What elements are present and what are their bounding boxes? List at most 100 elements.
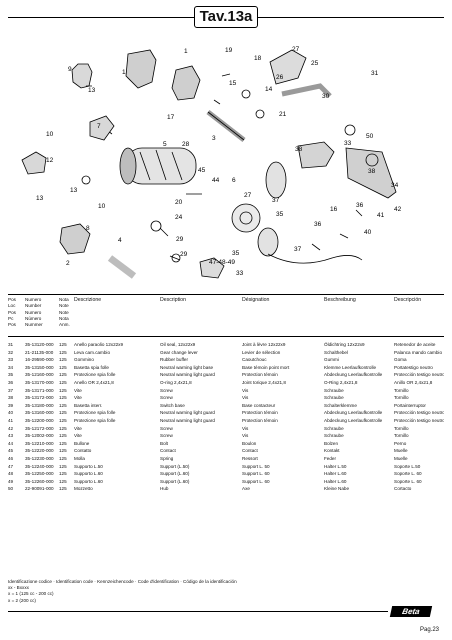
cell-descripcion: Muelle [394,455,408,461]
legend-format: xx - Bxxxx [8,585,29,591]
cell-pos: 45 [8,448,14,454]
cell-beschreibung: Schraube [324,387,344,393]
cell-descripcion: Protección testigo neutro [394,410,444,416]
cell-designation: Joint torique 2,4x21,8 [242,379,286,385]
cell-beschreibung: Feder [324,455,337,461]
callout-7: 7 [97,123,101,130]
cell-designation: Support L. 60 [242,478,270,484]
callout-41: 38 [368,168,376,175]
cell-description: Neutral warning light guard [160,417,215,423]
cell-numero: 35-12002-000 [25,433,54,439]
cell-numero: 35-12260-000 [25,478,54,484]
cell-pos: 50 [8,486,14,492]
cell-description: Screw [160,425,173,431]
cell-beschreibung: Gummi [324,357,339,363]
cell-nota: 125 [59,349,67,355]
page-number: Pag.23 [420,627,440,633]
cell-description: Switch base [160,402,185,408]
cell-nota: 125 [59,364,67,370]
cell-descrizione: Vite [74,425,82,431]
callout-9: 9 [68,66,72,73]
cell-nota: 125 [59,463,67,469]
callout-1: 1 [184,48,188,55]
cell-numero: 22-90091-000 [25,486,54,492]
callout-47-48-49: 47-48-49 [209,259,235,266]
cell-beschreibung: Halter L.60 [324,478,347,484]
wire-harness [267,253,363,264]
callout-38a: 36 [356,202,364,209]
cell-descripcion: Perno [394,440,407,446]
cell-numero: 16-29590-000 [25,357,54,363]
callout-28: 26 [276,74,284,81]
cell-beschreibung: Klemme Leerlaufkontrolle [324,364,377,370]
cell-descripcion: Tornillo [394,387,409,393]
callout-10a: 10 [46,131,54,138]
callout-8: 8 [86,225,90,232]
cell-description: Spring [160,455,174,461]
cell-description: Hub [160,486,169,492]
cell-numero: 35-12200-000 [25,417,54,423]
page-title: Tav.13a [194,6,258,28]
callout-25: 29 [180,251,188,258]
cell-designation: Protection témoin [242,417,278,423]
cell-pos: 43 [8,433,14,439]
cell-designation: Base témoin point mort [242,364,290,370]
cell-descrizione: Protezione spia folle [74,410,116,416]
cell-designation: Protection témoin [242,410,278,416]
code-legend: Identificazione codice · Identification … [8,579,237,604]
cell-nota: 125 [59,486,67,492]
header-description: Description [160,297,186,303]
support-47 [199,257,225,279]
cell-descripcion: Tornillo [394,425,409,431]
callout-5: 5 [163,141,167,148]
cell-designation: Vis [242,395,249,401]
header-nota: Nota Note Note Nota Anm. [59,297,70,328]
callout-24: 28 [182,141,190,148]
cell-descripcion: Anillo OR 2,4x21,8 [394,379,433,385]
gear-change-lever [345,147,397,199]
cell-description: Support (L.50) [160,463,190,469]
cell-descrizione: Gommino [74,357,94,363]
cell-pos: 46 [8,455,14,461]
cell-beschreibung: O-Ring 2,4x21,8 [324,379,358,385]
cell-beschreibung: Halter L.60 [324,471,347,477]
cell-nota: 125 [59,425,67,431]
brand-logo: Beta [389,606,433,617]
callout-44: 42 [394,206,402,213]
callout-26: 29 [176,236,184,243]
cell-description: Gear change lever [160,349,198,355]
callout-29: 27 [292,46,300,53]
callout-17: 15 [229,80,237,87]
cell-description: Bolt [160,440,168,446]
header-pos: Pos Loc Pos Pc Pos [8,297,16,328]
cell-nota: 125 [59,372,67,378]
cell-description: Support (L.60) [160,478,190,484]
cell-numero: 35-13150-000 [25,364,54,370]
callout-1b: 1 [122,69,126,76]
cell-descripcion: Tornillo [394,395,409,401]
callout-43: 41 [377,212,385,219]
callout-labels: 9 1 1 19 18 27 25 26 31 15 14 30 13 17 2… [36,46,402,277]
cell-nota: 125 [59,410,67,416]
cell-beschreibung: Bolzen [324,440,339,446]
header-numero: Numero Number Numero Número Nummer [25,297,43,328]
cell-descripcion: Soporte L. 60 [394,478,422,484]
cell-descripcion: Protección testigo neutro [394,372,444,378]
detent-lever-7 [89,115,115,141]
cell-nota: 125 [59,471,67,477]
cell-numero: 35-13170-000 [25,379,54,385]
cell-numero: 35-13180-000 [25,402,54,408]
cell-numero: 35-13171-000 [25,387,54,393]
cell-nota: 125 [59,402,67,408]
selector-arm [297,141,335,169]
lever-spring [365,153,379,167]
cell-designation: Joint à lèvre 12x22x9 [242,342,286,347]
cell-nota: 125 [59,478,67,484]
